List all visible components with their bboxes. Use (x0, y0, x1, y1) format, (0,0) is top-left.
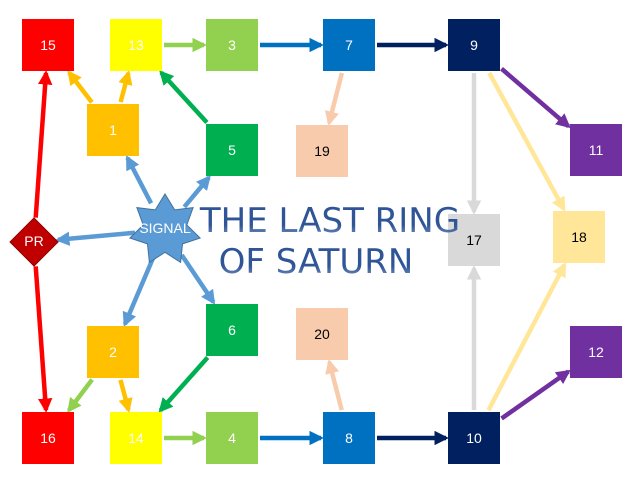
node-3: 3 (206, 19, 258, 71)
node-10-label: 10 (466, 430, 482, 446)
diagram-title: THE LAST RING OF SATURN (199, 201, 460, 282)
node-6-label: 6 (228, 322, 236, 338)
node-6-shape (206, 304, 258, 356)
node-20-label: 20 (314, 326, 330, 342)
node-18-label: 18 (571, 229, 587, 245)
node-8-shape (323, 412, 375, 464)
node-17-label: 17 (466, 232, 482, 248)
node-12: 12 (570, 326, 622, 378)
edge-signal-to-6 (179, 253, 216, 305)
node-16-shape (22, 412, 74, 464)
node-14: 14 (110, 412, 162, 464)
node-6: 6 (206, 304, 258, 356)
node-16-label: 16 (40, 430, 56, 446)
node-9-label: 9 (470, 37, 478, 53)
node-13-label: 13 (128, 37, 144, 53)
node-11-label: 11 (589, 142, 604, 158)
node-1-label: 1 (109, 122, 117, 138)
node-13-shape (110, 19, 162, 71)
edge-8-to-20 (325, 359, 344, 411)
node-pr-shape (9, 217, 59, 267)
node-14-shape (110, 412, 162, 464)
edge-9-to-11 (500, 66, 571, 129)
node-10: 10 (448, 412, 500, 464)
node-4: 4 (206, 412, 258, 464)
node-5-shape (206, 124, 258, 176)
node-pr-label: PR (24, 233, 43, 249)
node-4-label: 4 (228, 430, 236, 446)
node-17: 17 (448, 214, 500, 266)
node-signal-shape (128, 193, 202, 264)
edge-5-to-13 (159, 70, 209, 125)
edge-1-to-13 (118, 70, 133, 103)
node-14-label: 14 (128, 430, 144, 446)
edge-signal-to-2 (122, 256, 156, 327)
node-7: 7 (323, 19, 375, 71)
node-15: 15 (22, 19, 74, 71)
node-2: 2 (87, 326, 139, 378)
edge-10-to-18 (486, 262, 567, 412)
node-7-shape (323, 19, 375, 71)
node-11-shape (570, 124, 622, 176)
node-13: 13 (110, 19, 162, 71)
node-19-shape (296, 125, 348, 177)
node-9: 9 (448, 19, 500, 71)
node-8-label: 8 (345, 430, 353, 446)
edge-2-to-14 (118, 379, 133, 413)
edge-9-to-18 (487, 71, 566, 212)
node-12-label: 12 (588, 344, 604, 360)
title-line-2: OF SATURN (219, 242, 414, 282)
node-9-shape (448, 19, 500, 71)
node-11: 11 (570, 124, 622, 176)
edge-1-to-15 (67, 70, 94, 104)
edge-signal-to-5 (182, 175, 211, 209)
edge-signal-to-1 (125, 155, 154, 205)
node-2-label: 2 (109, 344, 117, 360)
edge-7-to-19 (324, 72, 345, 126)
node-19: 19 (296, 125, 348, 177)
node-7-label: 7 (345, 37, 353, 53)
edge-pr-to-16 (33, 266, 53, 413)
edge-2-to-16 (67, 378, 94, 413)
node-signal: SIGNAL (128, 193, 202, 264)
edge-6-to-14 (158, 356, 210, 413)
node-5: 5 (206, 124, 258, 176)
edge-pr-to-15 (33, 70, 53, 218)
node-20: 20 (296, 308, 348, 360)
node-4-shape (206, 412, 258, 464)
edge-signal-to-pr (55, 230, 136, 246)
node-18-shape (553, 211, 605, 263)
node-10-shape (448, 412, 500, 464)
node-20-shape (296, 308, 348, 360)
node-15-shape (22, 19, 74, 71)
node-2-shape (87, 326, 139, 378)
node-8: 8 (323, 412, 375, 464)
node-19-label: 19 (314, 143, 330, 159)
node-1: 1 (87, 104, 139, 156)
edge-10-to-12 (500, 369, 571, 421)
node-signal-label: SIGNAL (139, 220, 191, 236)
node-5-label: 5 (228, 142, 236, 158)
node-3-shape (206, 19, 258, 71)
node-16: 16 (22, 412, 74, 464)
node-1-shape (87, 104, 139, 156)
node-3-label: 3 (228, 37, 236, 53)
node-15-label: 15 (40, 37, 56, 53)
title-line-1: THE LAST RING (199, 201, 460, 241)
node-12-shape (570, 326, 622, 378)
node-17-shape (448, 214, 500, 266)
node-pr: PR (9, 217, 59, 267)
edges-layer (33, 37, 571, 446)
node-18: 18 (553, 211, 605, 263)
